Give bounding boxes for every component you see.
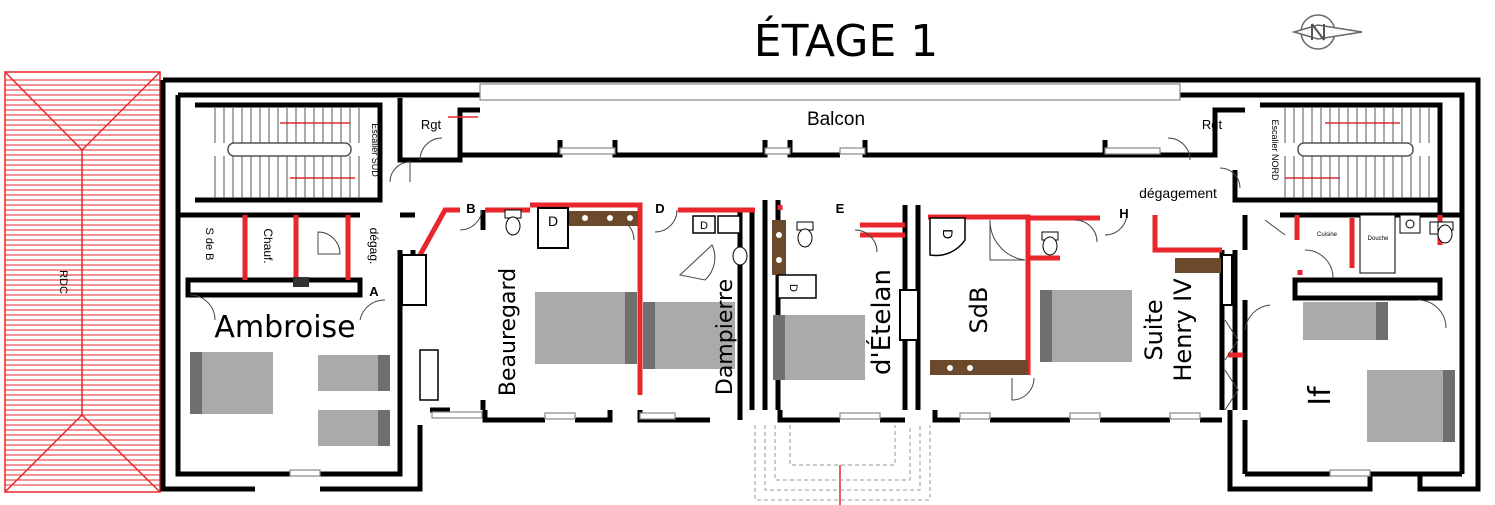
escalier-sud-label: Escalier SUD [370, 123, 380, 177]
rdc-roof: RDC [4, 71, 161, 493]
fixture-d2: D [700, 220, 708, 232]
rgt-right-label: Rgt [1202, 117, 1223, 132]
room-henry-line2: Henry IV [1169, 278, 1197, 382]
vanities [293, 211, 1222, 375]
beds [190, 290, 1455, 446]
marker-b: B [466, 201, 475, 216]
marker-h: H [1119, 206, 1128, 221]
fixture-d3: D [787, 284, 799, 292]
fixture-d1: D [548, 213, 558, 229]
cuisine-label: Cuisine [1317, 232, 1338, 238]
room-ambroise: Ambroise [214, 310, 355, 345]
rdc-label: RDC [57, 270, 69, 294]
stair-nord: Escalier NORD [1270, 108, 1430, 198]
room-dampierre: Dampierre [713, 279, 738, 395]
room-henry-line1: Suite [1140, 299, 1168, 360]
s-de-b-label: S de B [203, 227, 215, 260]
marker-d: D [655, 201, 664, 216]
room-if: If [1303, 385, 1338, 406]
rgt-left-label: Rgt [421, 117, 442, 132]
north-compass-icon [1291, 14, 1363, 50]
sdb-label: SdB [965, 287, 993, 334]
heating-network [242, 116, 1443, 505]
balcon-label: Balcon [807, 109, 865, 130]
room-etelan: d'Ételan [865, 269, 897, 375]
room-beauregard: Beauregard [496, 268, 521, 396]
front-windows [289, 147, 1371, 477]
fixtures: D D D D [401, 207, 1454, 401]
chauf-label: Chauf. [261, 228, 275, 263]
escalier-nord-label: Escalier NORD [1270, 119, 1280, 181]
degagement-label: dégagement [1139, 185, 1217, 201]
stair-sud: Escalier SUD [214, 108, 380, 198]
doors [189, 137, 1447, 411]
entrance-steps [754, 425, 931, 501]
page-title: ÉTAGE 1 [754, 14, 938, 67]
marker-e: E [836, 201, 845, 216]
marker-a: A [369, 284, 379, 299]
degag-label: dégag. [367, 228, 381, 265]
fixture-d4: D [940, 229, 956, 239]
douche-label: Douche [1368, 236, 1389, 242]
marker-i: I [1242, 225, 1246, 240]
